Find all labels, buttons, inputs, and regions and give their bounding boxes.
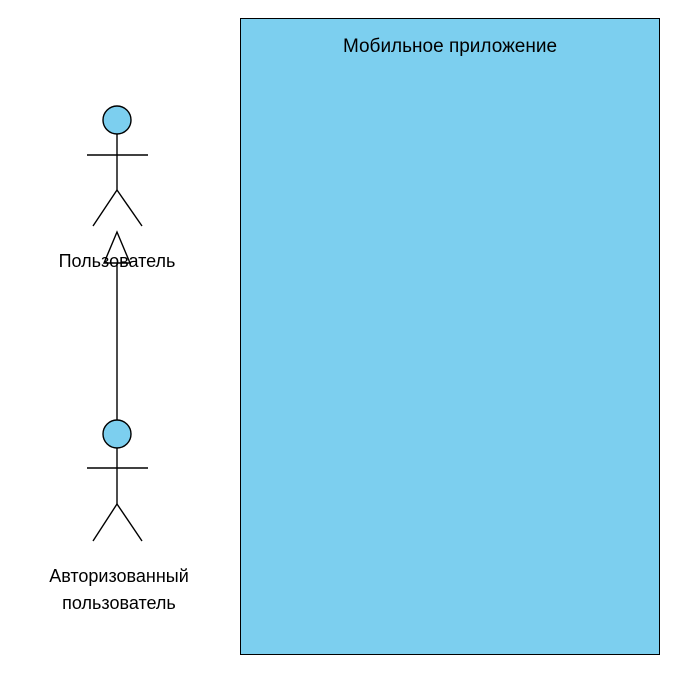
- system-boundary[interactable]: Мобильное приложение: [240, 18, 660, 655]
- actor-user-head-icon: [102, 105, 132, 135]
- actor-authorized-user-figure[interactable]: [87, 419, 148, 542]
- actor-user-label: Пользователь: [58, 251, 176, 271]
- actor-user-right-leg: [116, 189, 143, 227]
- actor-authorized-user-left-leg: [92, 503, 118, 542]
- generalization-arrow[interactable]: [102, 230, 132, 420]
- generalization-triangle-icon: [102, 230, 132, 264]
- actor-user-figure[interactable]: [87, 105, 148, 227]
- actor-user-left-leg: [92, 189, 118, 227]
- actor-authorized-user-label-line2: пользователь: [62, 593, 176, 613]
- system-boundary-title: Мобильное приложение: [342, 36, 558, 57]
- actor-authorized-user-head-icon: [102, 419, 132, 449]
- actor-authorized-user-label: Авторизованный пользователь: [49, 563, 189, 617]
- actor-authorized-user-right-leg: [116, 503, 143, 542]
- actor-authorized-user-label-line1: Авторизованный: [49, 566, 189, 586]
